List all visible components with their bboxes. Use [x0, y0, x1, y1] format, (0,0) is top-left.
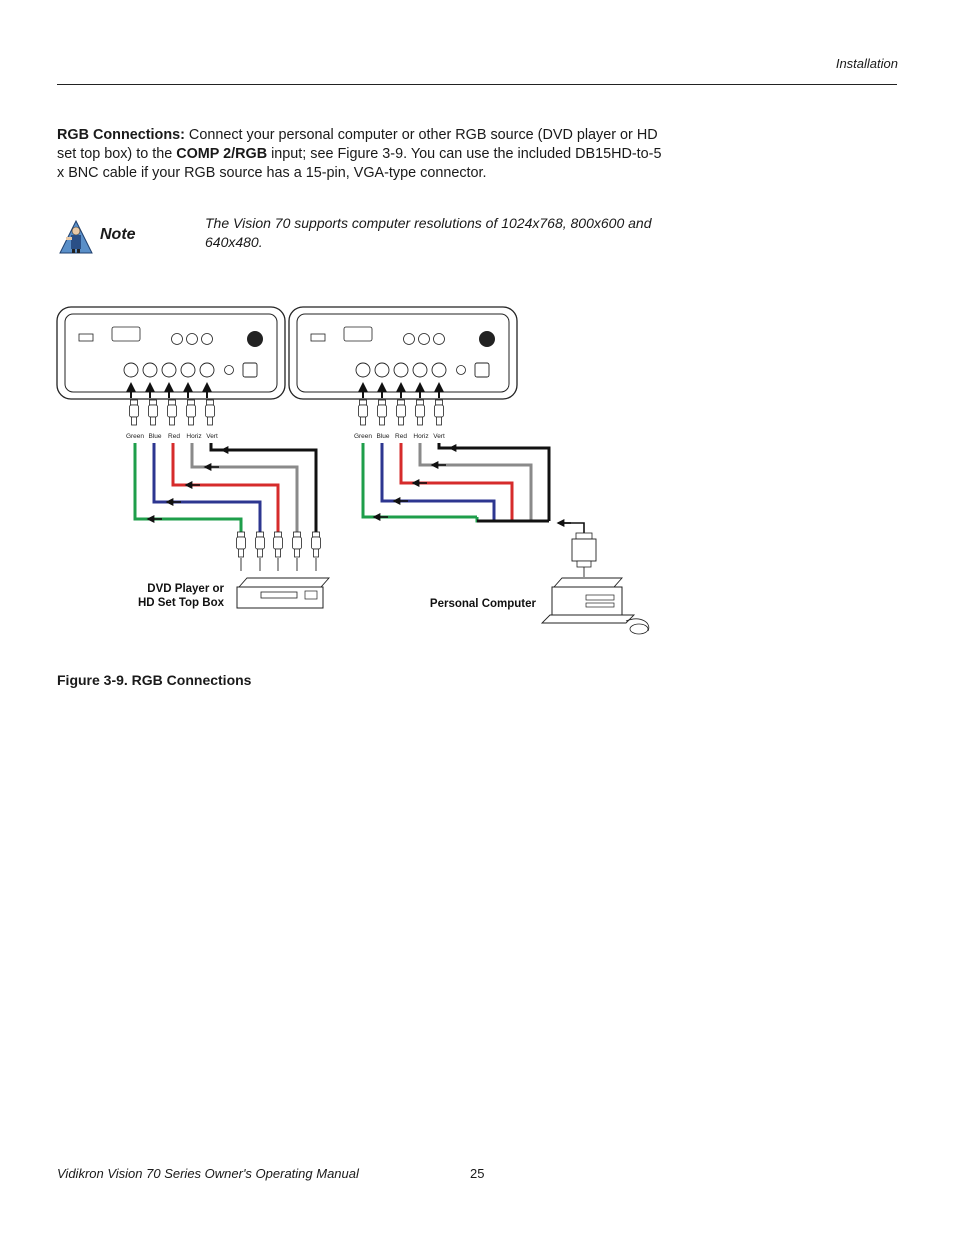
- header-rule: [57, 84, 897, 85]
- dvd-player-illustration: [236, 577, 331, 609]
- connector-label-horiz-left: Horiz: [186, 433, 201, 440]
- dvd-player-label-line1: DVD Player or: [147, 583, 224, 595]
- vga-connector-illustration: [571, 532, 597, 577]
- connector-label-red-right: Red: [395, 433, 407, 440]
- left-rgb-cables: [133, 443, 318, 533]
- rgb-connections-paragraph: RGB Connections: Connect your personal c…: [57, 126, 667, 183]
- personal-computer-illustration: [540, 577, 650, 635]
- connector-label-blue-right: Blue: [376, 433, 389, 440]
- right-rgb-cables: [361, 443, 551, 523]
- paragraph-input-name: COMP 2/RGB: [176, 146, 268, 162]
- personal-computer-label: Personal Computer: [430, 598, 537, 610]
- rgb-connections-diagram: Green Blue Red Horiz Vert Green Blue Red…: [56, 306, 650, 635]
- connector-label-green-left: Green: [126, 433, 144, 440]
- connector-label-horiz-right: Horiz: [413, 433, 428, 440]
- figure-caption: Figure 3-9. RGB Connections: [57, 672, 252, 688]
- paragraph-lead: RGB Connections:: [57, 127, 185, 143]
- note-pointing-hand-icon: [59, 219, 93, 255]
- paragraph-part2: input; see Figure 3-9. You can use the i…: [57, 146, 662, 181]
- projector-panel-right: [288, 306, 518, 400]
- dvd-player-label-line2: HD Set Top Box: [138, 597, 225, 609]
- footer-page-number: 25: [470, 1166, 485, 1181]
- connector-label-green-right: Green: [354, 433, 372, 440]
- header-section-title: Installation: [835, 56, 898, 71]
- connector-label-vert-right: Vert: [433, 433, 445, 440]
- connector-label-blue-left: Blue: [148, 433, 161, 440]
- note-text: The Vision 70 supports computer resoluti…: [205, 215, 652, 250]
- connector-label-vert-left: Vert: [206, 433, 218, 440]
- connector-label-red-left: Red: [168, 433, 180, 440]
- projector-panel-left: [56, 306, 286, 400]
- footer-manual-title: Vidikron Vision 70 Series Owner's Operat…: [57, 1166, 359, 1181]
- paragraph-part1: Connect your personal computer or other …: [57, 127, 658, 162]
- note-label: Note: [100, 226, 136, 243]
